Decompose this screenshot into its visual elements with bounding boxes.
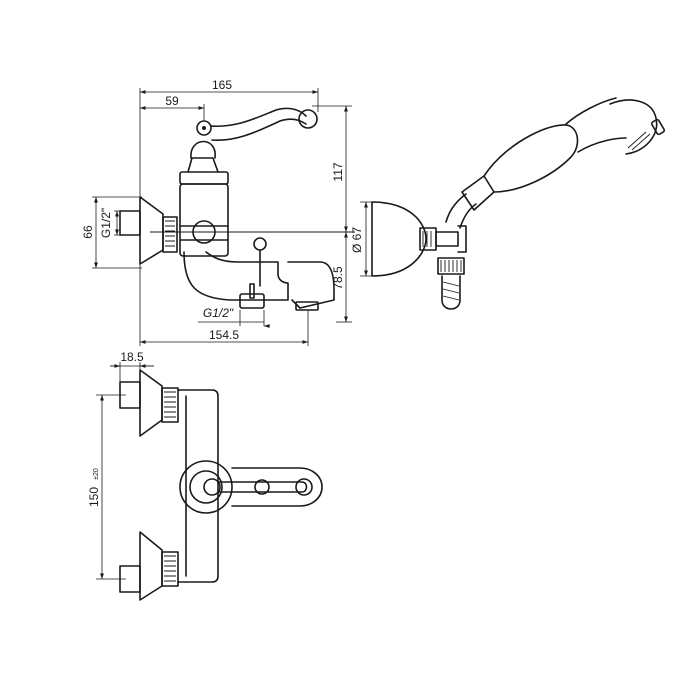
dim-eccentric-depth: 18.5 bbox=[120, 350, 144, 364]
dim-center-tolerance: ±20 bbox=[93, 468, 100, 480]
dim-holder-diameter: Ø 67 bbox=[350, 227, 364, 253]
dim-height-upper: 117 bbox=[331, 162, 345, 181]
top-body bbox=[177, 389, 323, 583]
front-spout bbox=[183, 251, 335, 311]
mixer-front-view bbox=[119, 107, 355, 311]
dimension-lines bbox=[92, 88, 380, 580]
front-diverter bbox=[253, 237, 267, 287]
dim-spout-height: 78.5 bbox=[331, 266, 345, 290]
shower-set-view bbox=[371, 97, 666, 310]
wall-holder bbox=[371, 201, 467, 277]
dim-overall-width: 165 bbox=[212, 78, 232, 92]
hose-connector bbox=[437, 257, 465, 310]
dim-spout-thread: G1/2" bbox=[203, 306, 234, 320]
dim-center-distance: 150 bbox=[87, 487, 101, 507]
top-inlet-lower bbox=[119, 531, 179, 601]
hand-shower bbox=[445, 97, 666, 229]
dim-inlet-height: 66 bbox=[81, 225, 95, 239]
front-eccentric-inlet bbox=[119, 196, 178, 265]
dimension-labels: 165 59 117 66 G1/2" 78.5 G1/2" 154.5 Ø 6… bbox=[81, 78, 364, 507]
dim-handle-offset: 59 bbox=[165, 94, 179, 108]
dim-spout-length: 154.5 bbox=[209, 328, 239, 342]
dim-inlet-thread: G1/2" bbox=[99, 208, 113, 238]
mixer-top-view bbox=[119, 369, 323, 601]
top-inlet-upper bbox=[119, 369, 179, 437]
front-body bbox=[179, 107, 318, 257]
